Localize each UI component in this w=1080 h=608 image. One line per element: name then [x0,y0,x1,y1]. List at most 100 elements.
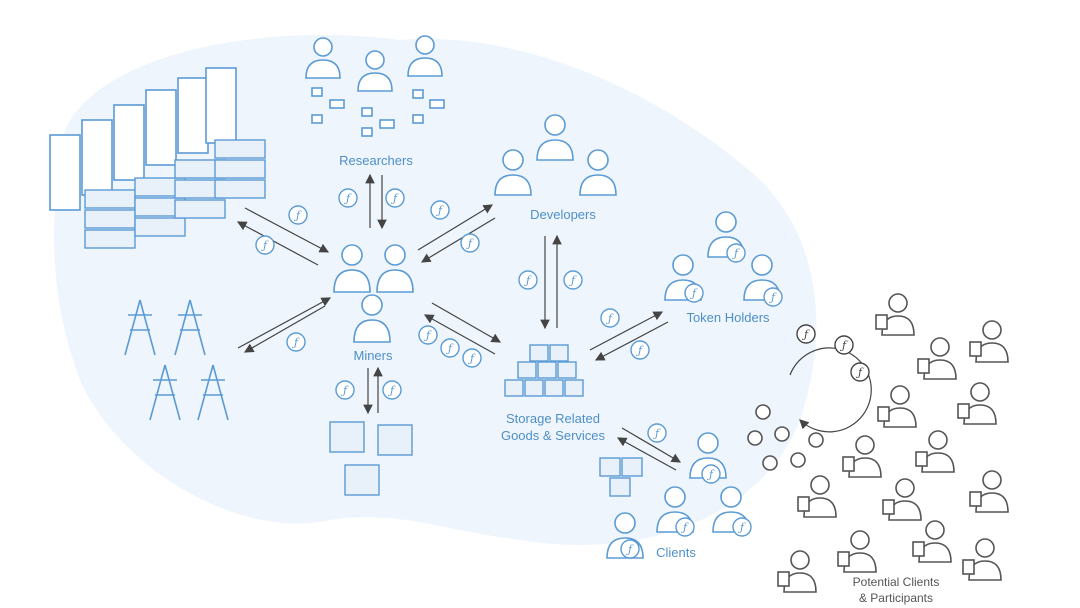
token-coin-icon: ƒ [255,235,275,255]
arrow-storage-to-tokenholders [589,311,664,351]
person-icon [875,293,915,336]
token-coin-icon: ƒ [796,324,816,344]
token-coin-icon: ƒ [850,362,870,382]
svg-text:ƒ: ƒ [801,328,810,341]
cycle-arrow-icon [789,347,872,433]
potential-clients-icon [777,293,1009,593]
token-coin-icon: ƒ [518,270,538,290]
arrow-miners-to-power [243,305,326,353]
token-coin-icon: ƒ [335,380,355,400]
token-coin-icon: ƒ [460,233,480,253]
arrow-clients-to-storage [616,437,677,471]
svg-text:ƒ: ƒ [568,274,577,287]
token-coin-icon: ƒ [630,340,650,360]
person-icon [969,320,1009,363]
researchers-label: Researchers [339,153,413,168]
arrow-miners-to-servers [236,221,319,266]
person-icon [957,382,997,425]
arrow-storage-to-miners [423,314,496,355]
token-coin-icon: ƒ [600,308,620,328]
arrow-miners-to-developers [417,204,494,251]
clients-label: Clients [656,545,696,560]
token-coin-icon: ƒ [684,283,704,303]
token-coin-icon: ƒ [418,325,438,345]
svg-text:ƒ: ƒ [343,192,352,205]
svg-text:ƒ: ƒ [445,342,454,355]
researchers-icon [305,35,445,137]
arrow-power-to-miners [237,297,332,349]
person-icon [797,475,837,518]
token-coin-icon: ƒ [288,205,308,225]
svg-text:ƒ: ƒ [737,521,746,534]
person-icon [882,478,922,521]
potential-label-line1: Potential Clients [853,575,940,589]
svg-text:ƒ: ƒ [423,329,432,342]
chips-icon [329,421,413,496]
token-coin-icon: ƒ [338,188,358,208]
svg-text:ƒ: ƒ [291,336,300,349]
svg-text:ƒ: ƒ [680,521,689,534]
svg-text:ƒ: ƒ [340,384,349,397]
person-icon [917,337,957,380]
svg-text:ƒ: ƒ [523,274,532,287]
token-coin-icon: ƒ [382,380,402,400]
svg-text:ƒ: ƒ [390,192,399,205]
person-icon [777,550,817,593]
power-towers-icon [124,299,229,421]
token-coin-icon: ƒ [563,270,583,290]
svg-text:ƒ: ƒ [605,312,614,325]
token-coin-icon: ƒ [763,287,783,307]
arrow-storage-to-clients [621,427,682,463]
arrow-tokenholders-to-storage [594,321,669,361]
token-coin-icon: ƒ [732,517,752,537]
flow-arrows [236,173,682,471]
svg-text:ƒ: ƒ [689,287,698,300]
arrow-miners-to-storage [431,302,502,343]
storage-label-line2: Goods & Services [501,428,606,443]
person-icon [969,470,1009,513]
token-coin-icon: ƒ [701,464,721,484]
svg-text:ƒ: ƒ [625,543,634,556]
person-icon [962,538,1002,581]
token-coin-icon: ƒ [675,517,695,537]
storage-cubes-icon [504,344,584,397]
svg-text:ƒ: ƒ [387,384,396,397]
developers-icon [494,114,617,196]
svg-text:ƒ: ƒ [706,468,715,481]
svg-text:ƒ: ƒ [839,339,848,352]
person-icon [877,385,917,428]
svg-text:ƒ: ƒ [467,352,476,365]
miners-label: Miners [353,348,393,363]
token-coin-icon: ƒ [440,338,460,358]
svg-text:ƒ: ƒ [635,344,644,357]
svg-text:ƒ: ƒ [768,291,777,304]
svg-text:ƒ: ƒ [731,247,740,260]
server-racks-icon [49,67,266,249]
arrow-servers-to-miners [244,207,330,253]
arrow-developers-to-miners [420,217,496,263]
token-coin-icon: ƒ [726,243,746,263]
svg-text:ƒ: ƒ [293,209,302,222]
svg-text:ƒ: ƒ [435,204,444,217]
svg-text:ƒ: ƒ [652,427,661,440]
storage-label-line1: Storage Related [506,411,600,426]
token-coin-icon: ƒ [620,539,640,559]
miners-icon [333,244,414,343]
token-coin-icon: ƒ [430,200,450,220]
person-icon [842,435,882,478]
svg-text:ƒ: ƒ [855,366,864,379]
person-icon [837,530,877,573]
token-holders-label: Token Holders [686,310,770,325]
token-coin-icon: ƒ [385,188,405,208]
svg-text:ƒ: ƒ [465,237,474,250]
person-icon [912,520,952,563]
token-coin-icon: ƒ [286,332,306,352]
developers-label: Developers [530,207,596,222]
svg-text:ƒ: ƒ [260,239,269,252]
token-coin-icon: ƒ [834,335,854,355]
money-bags-icon [747,404,824,471]
token-coin-icon: ƒ [462,348,482,368]
